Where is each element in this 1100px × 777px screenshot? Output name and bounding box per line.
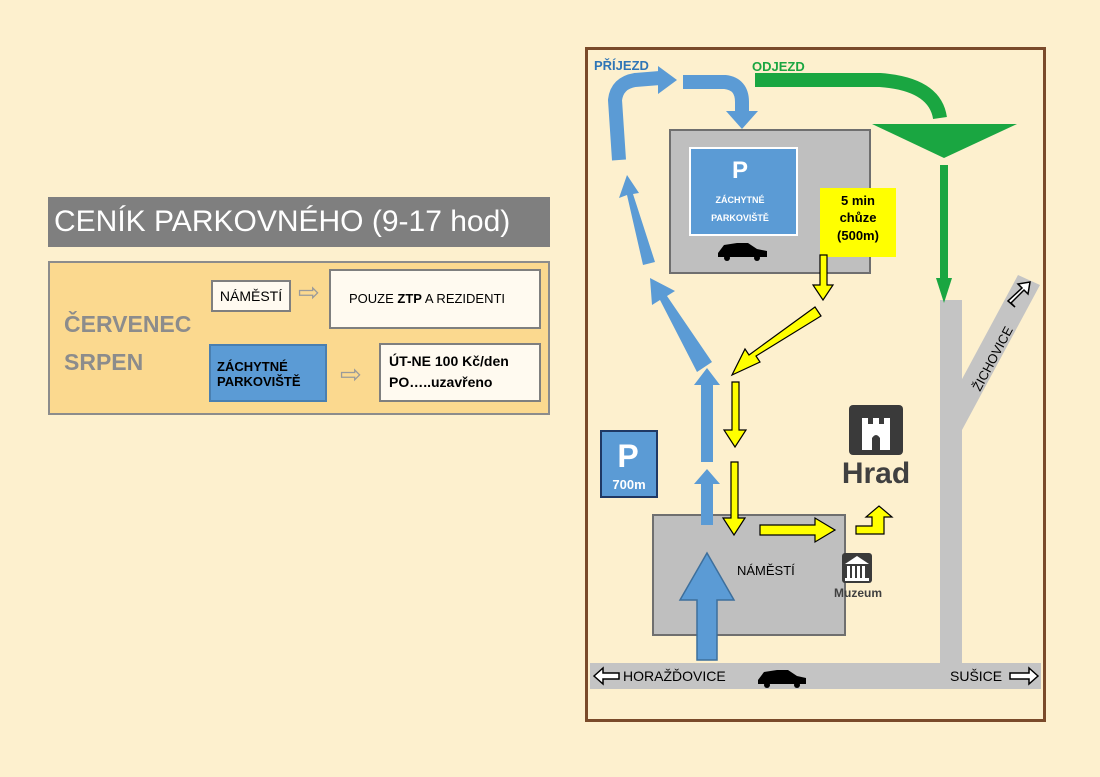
diag-arrow (650, 278, 712, 372)
road-diag-arrow-icon (1006, 281, 1031, 308)
main-road (590, 663, 1041, 689)
green-shaft (940, 165, 948, 280)
arrival-route (607, 66, 758, 661)
up-arrow-1 (694, 469, 720, 525)
big-up-arrow (678, 551, 736, 661)
entry-curve (683, 75, 749, 113)
price-list-title: CENÍK PARKOVNÉHO (9-17 hod) (48, 197, 550, 247)
diagonal-road (940, 275, 1040, 430)
parking2-distance: 700m (612, 477, 645, 492)
castle-icon (849, 405, 903, 455)
road-right-arrow-icon (1009, 666, 1040, 686)
month-july: ČERVENEC (64, 311, 192, 337)
entry-head (726, 111, 758, 129)
walk-arrow-2 (730, 306, 822, 377)
walk-arrow-1 (811, 254, 835, 302)
place-square: NÁMĚSTÍ (211, 280, 291, 312)
walk-distance: (500m) (837, 228, 879, 243)
departure-label: ODJEZD (752, 59, 805, 74)
castle-label: Hrad (842, 457, 910, 490)
arrival-label: PŘÍJEZD (594, 58, 649, 73)
rule-text-end: A REZIDENTI (421, 291, 506, 306)
up-arrow-2 (694, 368, 720, 462)
rule-parking: ÚT-NE 100 Kč/den PO…..uzavřeno (379, 343, 541, 402)
walk-note (820, 188, 896, 257)
green-head (936, 278, 952, 303)
walk-arrow-4 (721, 461, 747, 537)
museum-icon (842, 553, 872, 583)
parking2-sign (600, 430, 658, 498)
road-left-arrow-icon (592, 666, 620, 686)
price-list-box: ČERVENEC SRPEN NÁMĚSTÍ ⇨ POUZE ZTP A REZ… (48, 261, 550, 415)
rule-square: POUZE ZTP A REZIDENTI (329, 269, 541, 329)
road-right-label: SUŠICE (950, 668, 1002, 684)
arrow-right-icon: ⇨ (340, 359, 362, 389)
walk-word: chůze (840, 210, 877, 225)
arrow-right-icon: ⇨ (298, 277, 320, 307)
square-area (652, 514, 846, 636)
month-august: SRPEN (64, 349, 144, 375)
closed-line: PO…..uzavřeno (389, 374, 493, 390)
parking-name-2: PARKOVIŠTĚ (711, 212, 769, 223)
price-line: ÚT-NE 100 Kč/den (389, 353, 509, 369)
museum-label: Muzeum (834, 586, 882, 600)
square-label: NÁMĚSTÍ (737, 563, 795, 578)
place-parking: ZÁCHYTNÉ PARKOVIŠTĚ (209, 344, 327, 402)
parking-sign (689, 147, 798, 236)
roads (590, 275, 1041, 689)
car-icon (718, 243, 767, 261)
walk-arrow-6 (855, 505, 894, 535)
walk-arrow-3 (722, 381, 748, 449)
walking-route (721, 254, 894, 544)
parking-name-1: ZÁCHYTNÉ (716, 195, 765, 205)
top-curve (607, 71, 661, 161)
green-big-head (872, 124, 1017, 158)
departure-route (755, 73, 1017, 303)
north-road (940, 300, 962, 666)
parking-letter: P (732, 157, 748, 184)
road-car-icon (758, 670, 806, 688)
top-right-head (658, 66, 677, 94)
parking2-letter: P (617, 438, 638, 474)
green-curve (755, 73, 947, 120)
rule-bold: ZTP (397, 291, 422, 306)
walk-arrow-5 (759, 516, 837, 544)
left-up-arrow (619, 175, 655, 265)
road-left-label: HORAŽĎOVICE (623, 668, 726, 684)
map-frame (585, 47, 1046, 722)
walk-time: 5 min (841, 193, 875, 208)
rule-text: POUZE (349, 291, 398, 306)
